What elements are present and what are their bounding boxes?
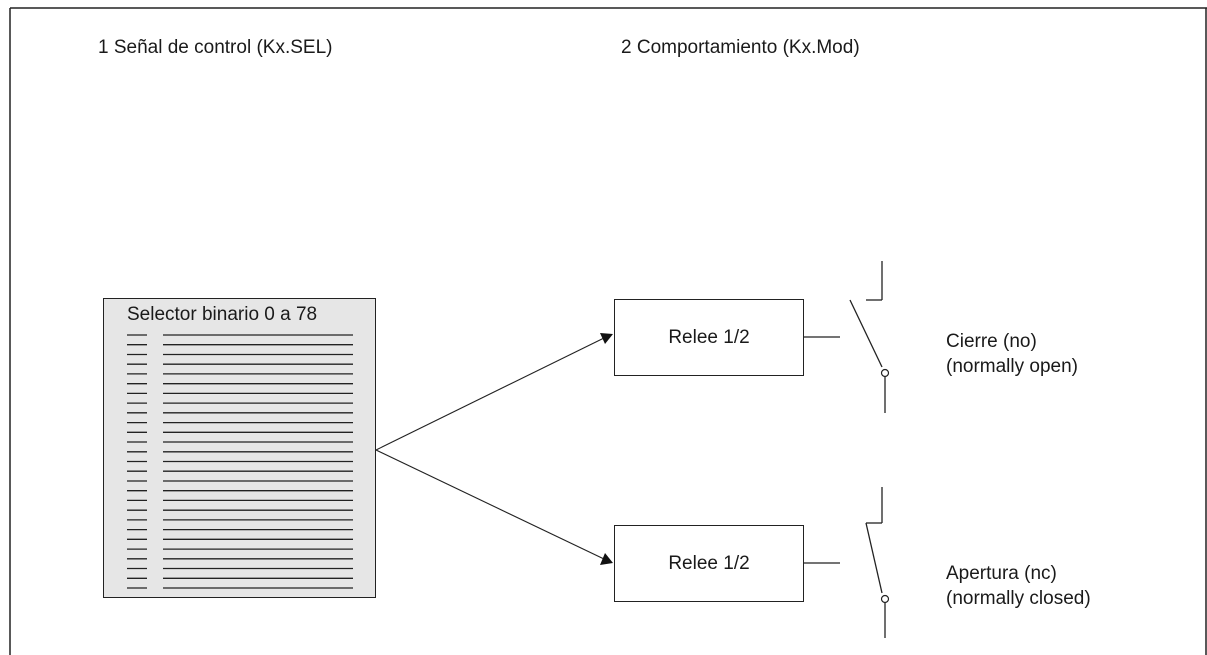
relay-box-1: Relee 1/2 bbox=[614, 299, 804, 376]
relay-1-label: Relee 1/2 bbox=[668, 326, 750, 348]
binary-selector-title: Selector binario 0 a 78 bbox=[127, 304, 318, 325]
switch-normally-closed bbox=[865, 487, 890, 638]
relay-box-2: Relee 1/2 bbox=[614, 525, 804, 602]
behavior-heading: 2 Comportamiento (Kx.Mod) bbox=[621, 37, 860, 58]
arrow-to-relay-2 bbox=[375, 449, 605, 560]
contact-1-note: (normally open) bbox=[946, 356, 1078, 377]
arrowhead-relay-1 bbox=[600, 333, 613, 344]
arrowhead-relay-2 bbox=[600, 553, 613, 565]
arrow-to-relay-1 bbox=[375, 337, 605, 451]
control-signal-heading: 1 Señal de control (Kx.SEL) bbox=[98, 37, 333, 58]
relay-2-label: Relee 1/2 bbox=[668, 552, 750, 574]
contact-1-label: Cierre (no) bbox=[946, 331, 1037, 352]
contact-2-note: (normally closed) bbox=[946, 588, 1091, 609]
binary-selector-box bbox=[103, 298, 376, 598]
switch-normally-open bbox=[849, 261, 890, 413]
contact-2-label: Apertura (nc) bbox=[946, 563, 1057, 584]
